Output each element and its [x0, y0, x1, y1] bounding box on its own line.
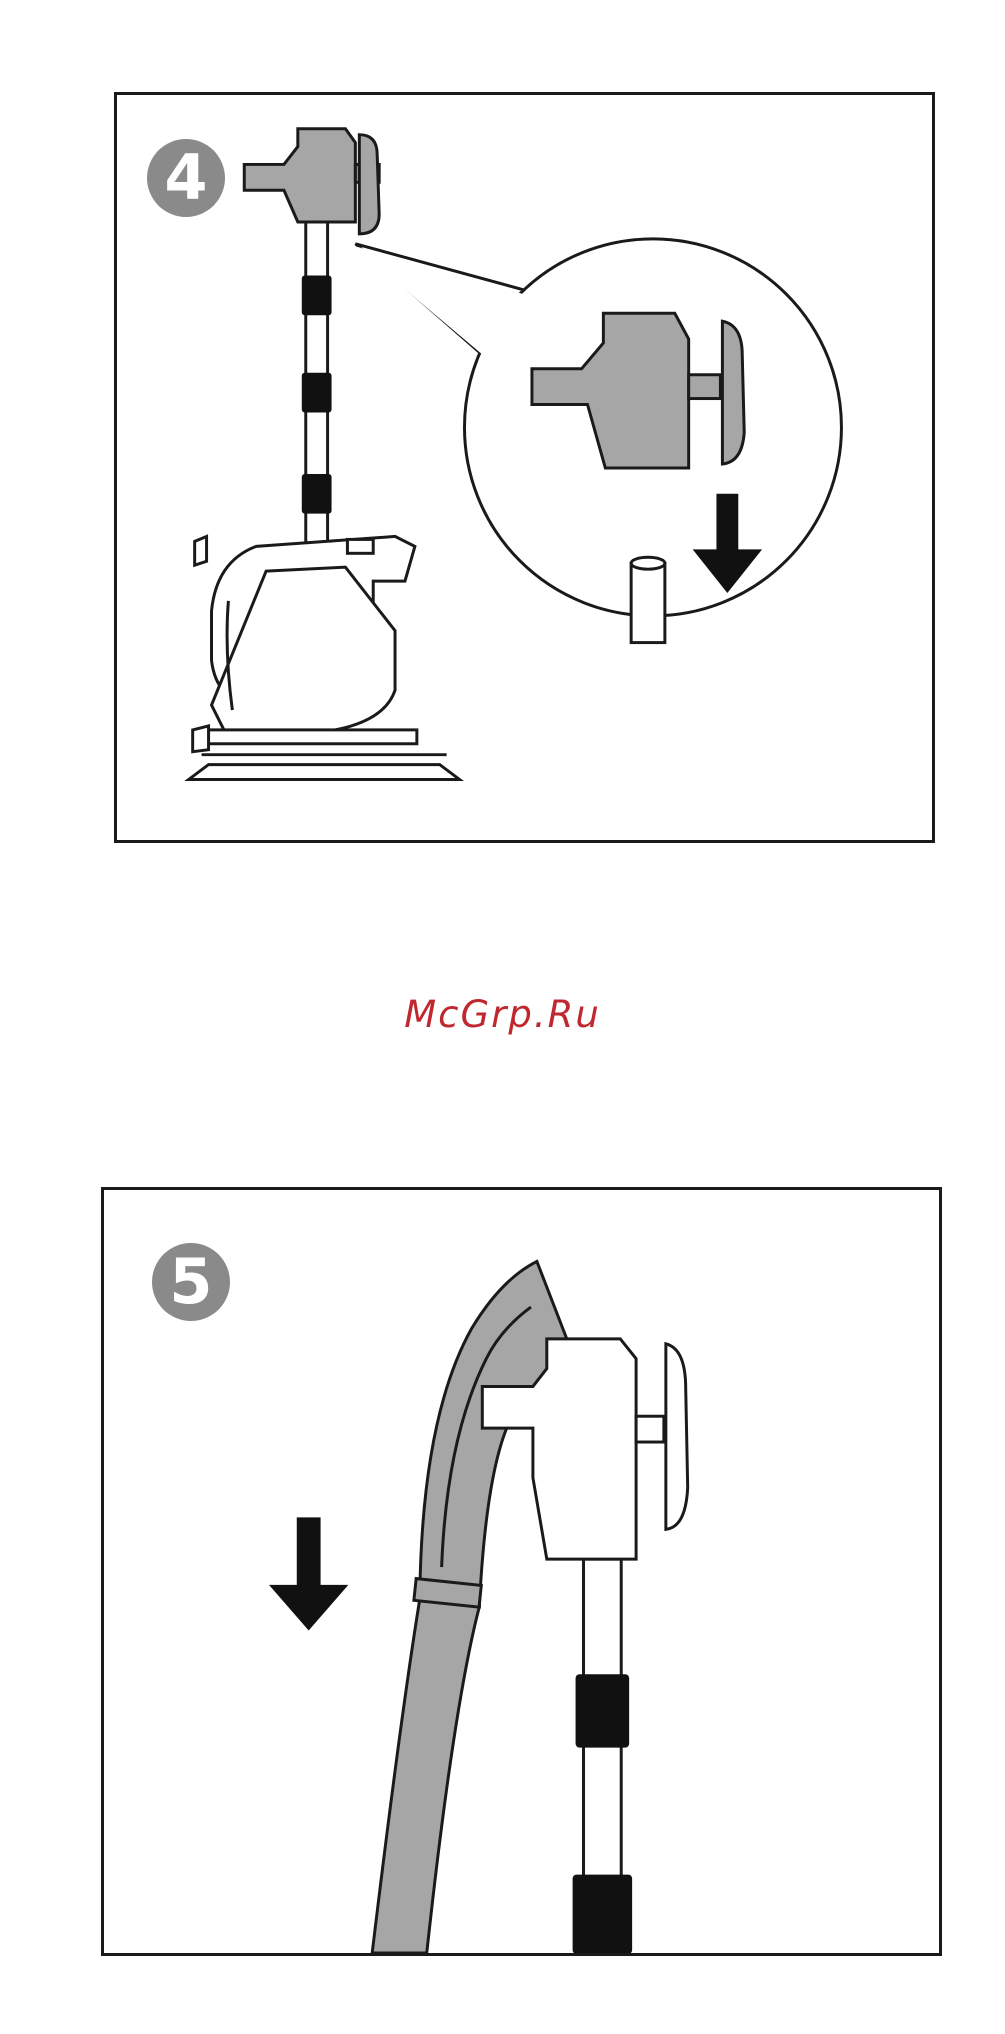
step-5-panel: 5	[101, 1187, 942, 1956]
pole-clamp	[576, 1674, 630, 1747]
watermark: McGrp.Ru	[0, 993, 1005, 1036]
locking-knob	[666, 1344, 688, 1530]
step-5-illustration	[104, 1190, 939, 1953]
pole-clamp	[302, 474, 332, 514]
down-arrow-icon	[269, 1517, 348, 1630]
step-4-illustration	[117, 95, 932, 840]
pole-clamp	[302, 373, 332, 413]
locking-knob	[359, 135, 379, 234]
step-4-panel: 4	[114, 92, 935, 843]
pole-clamp	[573, 1875, 633, 1953]
hanger-head	[244, 129, 355, 222]
steam-hose	[372, 1587, 479, 1953]
pole-clamp	[302, 276, 332, 316]
step-number-badge: 5	[152, 1243, 230, 1321]
step-number-badge: 4	[147, 139, 225, 217]
